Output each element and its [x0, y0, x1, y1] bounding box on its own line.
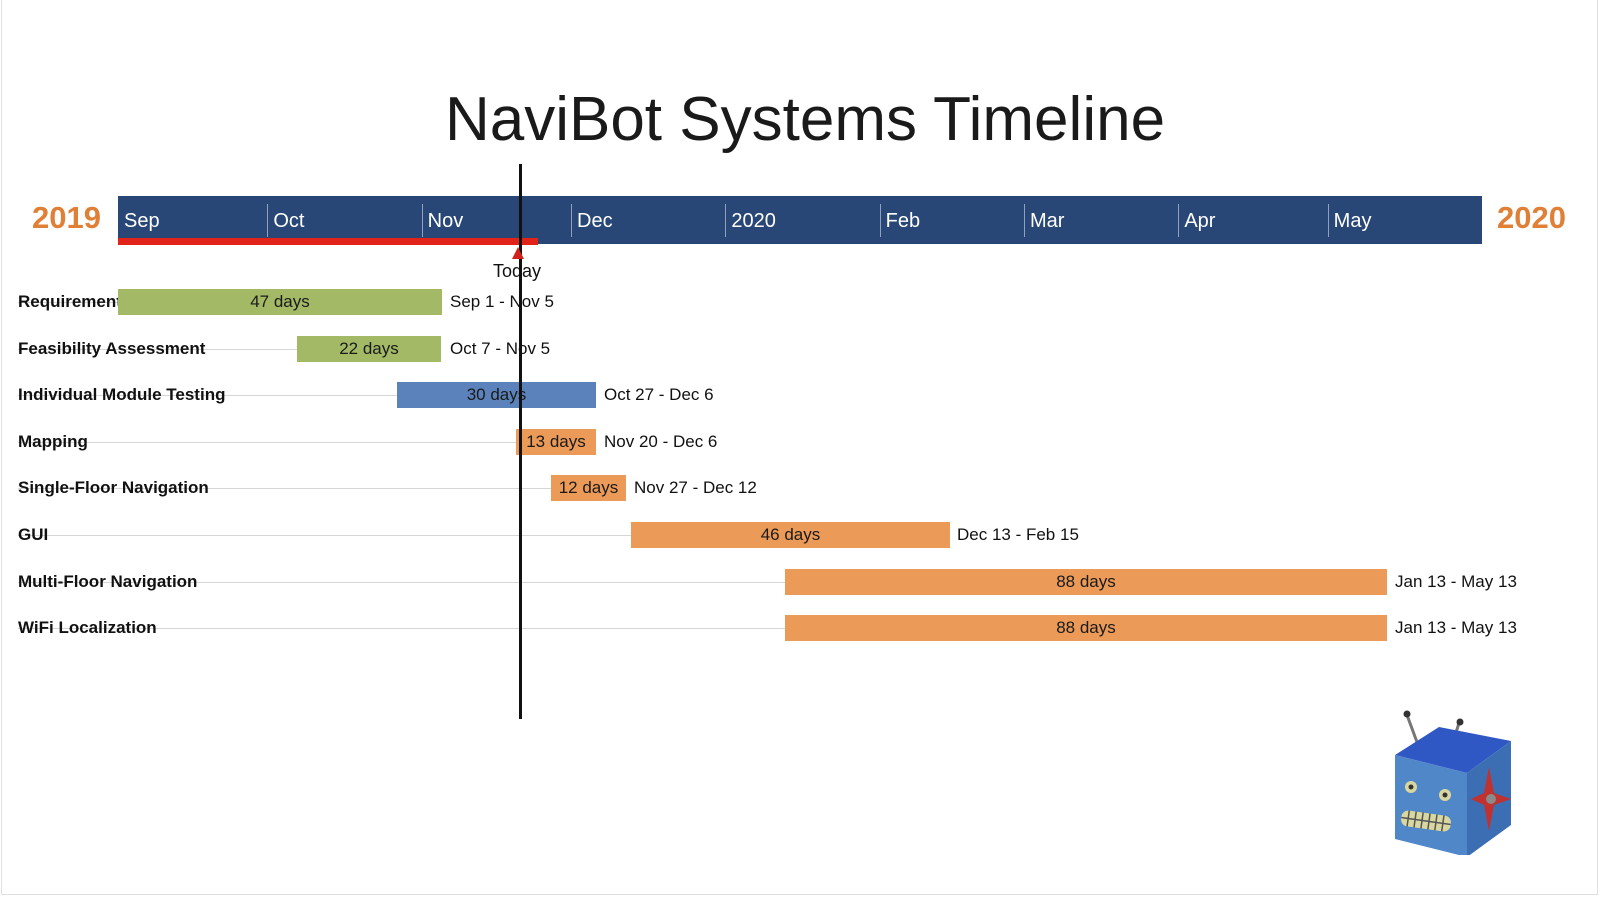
- month-label: 2020: [731, 210, 776, 232]
- task-bar[interactable]: 88 days: [785, 569, 1387, 595]
- task-guide-line: [18, 488, 552, 489]
- month-divider: [1327, 204, 1329, 237]
- month-label: Sep: [124, 210, 160, 232]
- task-bar[interactable]: 30 days: [397, 382, 596, 408]
- task-bar[interactable]: 13 days: [516, 429, 596, 455]
- task-bar[interactable]: 46 days: [631, 522, 950, 548]
- page-title: NaviBot Systems Timeline: [444, 85, 1166, 154]
- month-divider: [1178, 204, 1180, 237]
- task-name: Feasibility Assessment: [18, 339, 206, 358]
- task-date-range: Jan 13 - May 13: [1395, 572, 1517, 591]
- task-name: Mapping: [18, 432, 88, 451]
- task-bar[interactable]: 88 days: [785, 615, 1387, 641]
- task-date-range: Sep 1 - Nov 5: [450, 292, 554, 311]
- task-bar[interactable]: 47 days: [118, 289, 442, 315]
- task-date-range: Nov 20 - Dec 6: [604, 432, 718, 451]
- task-name: Single-Floor Navigation: [18, 478, 209, 497]
- task-name: WiFi Localization: [18, 618, 157, 637]
- month-label: Nov: [427, 210, 464, 232]
- task-bar[interactable]: 22 days: [297, 336, 441, 362]
- year-end-label: 2020: [1497, 200, 1566, 235]
- task-date-range: Oct 7 - Nov 5: [450, 339, 551, 358]
- month-label: Dec: [577, 210, 613, 232]
- today-marker-icon: [512, 247, 524, 259]
- month-label: Mar: [1030, 210, 1065, 232]
- task-bar[interactable]: 12 days: [551, 475, 626, 501]
- task-date-range: Nov 27 - Dec 12: [634, 478, 757, 497]
- today-line: [519, 164, 522, 719]
- elapsed-progress-bar: [118, 238, 539, 245]
- month-label: Oct: [273, 210, 305, 232]
- month-label: May: [1333, 210, 1372, 232]
- task-name: GUI: [18, 525, 49, 544]
- task-guide-line: [18, 349, 298, 350]
- month-divider: [421, 204, 423, 237]
- month-divider: [1024, 204, 1025, 237]
- month-divider: [267, 204, 269, 237]
- task-guide-line: [18, 535, 631, 536]
- month-divider: [571, 204, 572, 237]
- task-name: Multi-Floor Navigation: [18, 572, 198, 591]
- robot-logo-icon: [1387, 705, 1519, 860]
- month-label: Apr: [1184, 210, 1216, 232]
- task-date-range: Oct 27 - Dec 6: [604, 385, 714, 404]
- task-name: Individual Module Testing: [18, 385, 226, 404]
- timeline-axis-bar: [118, 196, 1482, 244]
- month-label: Feb: [885, 210, 921, 232]
- task-guide-line: [18, 395, 397, 396]
- task-guide-line: [18, 302, 118, 303]
- task-guide-line: [18, 628, 786, 629]
- task-date-range: Dec 13 - Feb 15: [957, 525, 1079, 544]
- task-guide-line: [18, 442, 517, 443]
- task-guide-line: [18, 582, 786, 583]
- month-divider: [879, 204, 881, 237]
- today-label: Today: [493, 261, 542, 281]
- year-start-label: 2019: [32, 200, 101, 235]
- month-divider: [725, 204, 727, 237]
- task-date-range: Jan 13 - May 13: [1395, 618, 1517, 637]
